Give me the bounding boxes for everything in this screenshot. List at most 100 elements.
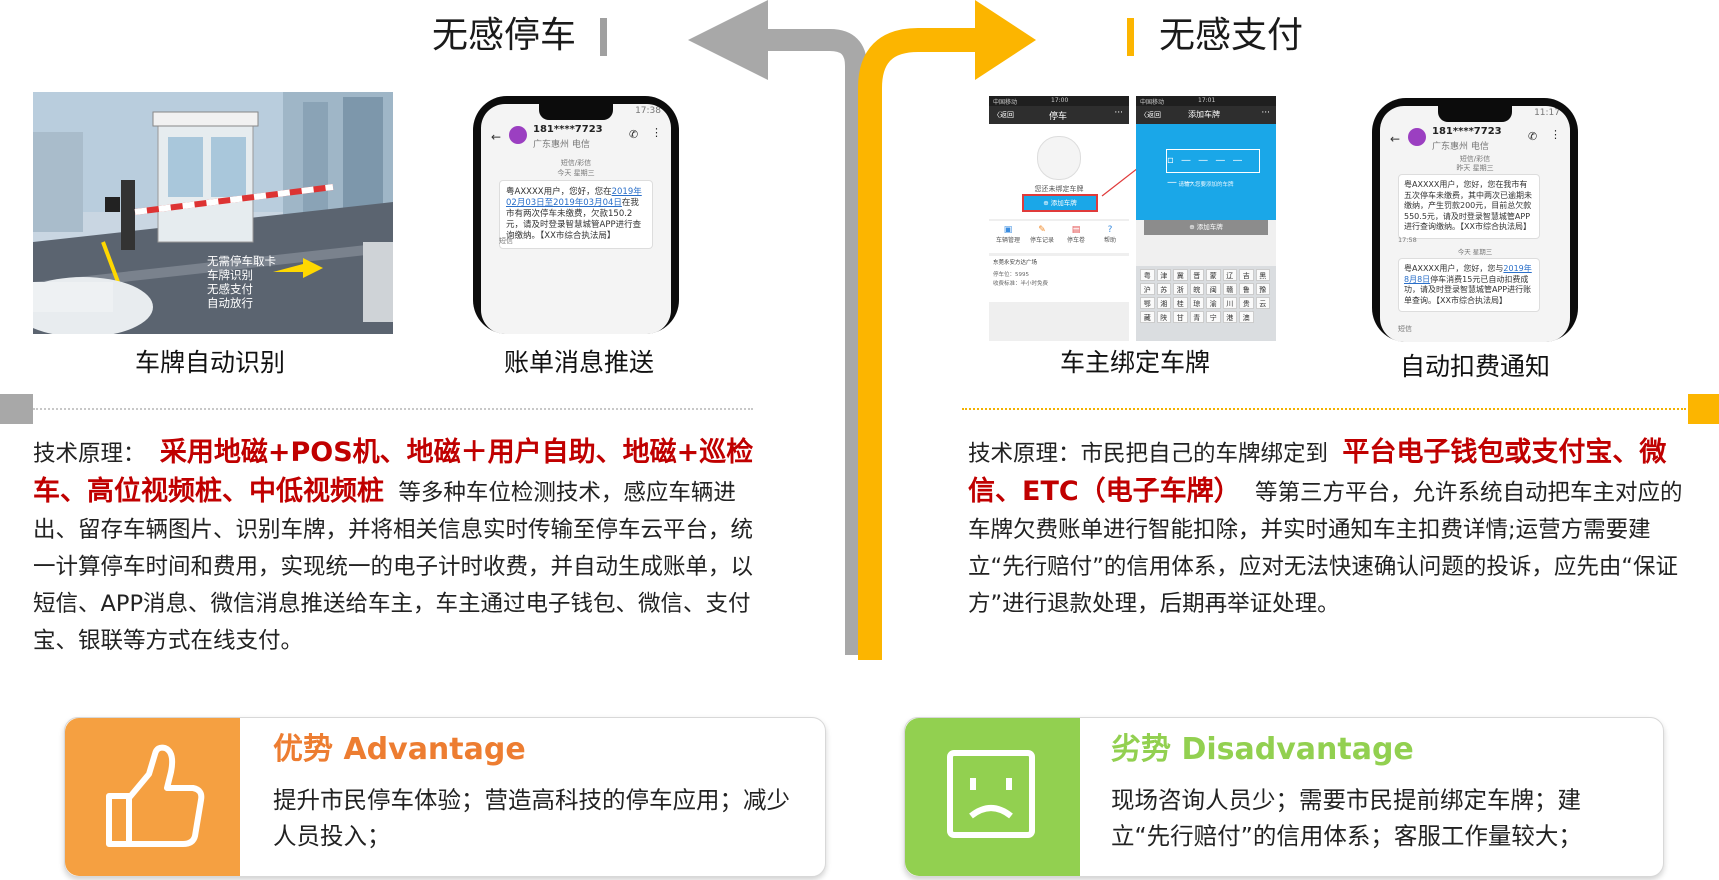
more-icon[interactable]: ··· [1114,108,1123,118]
menu-label: 帮助 [1103,237,1116,244]
keyboard-key[interactable]: 渝 [1206,297,1221,309]
divider-marker-right [1688,394,1719,424]
sms-text-a: 粤AXXXX用户，您好，您在 [506,187,612,197]
keyboard-key[interactable]: 沪 [1140,283,1155,295]
sms-date-link[interactable]: 2019年02月03日至2019年03月04日 [506,187,642,208]
tech-prefix: 技术原理：市民把自己的车牌绑定到 [968,441,1329,467]
sms-message-2: 粤AXXXX用户，您好，您与2019年8月8日停车消费15元已自动扣费成功，请及… [1398,258,1540,312]
keyboard-key[interactable]: 晋 [1189,269,1204,281]
keyboard-key[interactable]: 港 [1222,311,1237,323]
scene-label: 无感支付 [207,282,253,296]
back-button[interactable]: 〈返回 [993,111,1014,119]
menu-coupon[interactable]: ▤停车卷 [1061,225,1091,244]
keyboard-key[interactable]: 津 [1156,269,1171,281]
keyboard-key[interactable]: 贵 [1239,297,1254,309]
disadvantage-card: 劣势 Disadvantage 现场咨询人员少；需要市民提前绑定车牌；建立“先行… [904,717,1664,877]
keyboard-key[interactable]: 澳 [1239,311,1254,323]
plate-input-hint: 请输入您要添加的车牌 [1178,182,1234,188]
keyboard-key[interactable]: 陕 [1156,311,1171,323]
keyboard-key[interactable]: 鄂 [1140,297,1155,309]
sms-date-2: 今天 星期三 [1457,248,1493,256]
menu-label: 停车记录 [1029,237,1054,244]
yellow-arrow-right [858,28,975,660]
phone-screen: 17:38 ← 181****7723 广东惠州 电信 ✆ ⋮ 短信/彩信 今天… [481,104,671,334]
sms-text-a: 粤AXXXX用户，您好，您与 [1404,264,1504,273]
car-icon: ▣ [1003,225,1013,235]
tech-principle-right: 技术原理：市民把自己的车牌绑定到 平台电子钱包或支付宝、微信、ETC（电子车牌）… [968,434,1688,623]
sms-subtitle: 短信/彩信 [560,159,592,167]
menu-records[interactable]: ✎ 停车记录 [1027,225,1057,244]
phone-screen: 11:17 ← 181****7723 广东惠州 电信 ✆ ⋮ 短信/彩信 昨天… [1380,106,1570,342]
keyboard-key[interactable]: 鲁 [1239,283,1254,295]
sms-date: 今天 星期三 [557,169,595,177]
add-plate-button[interactable]: ⊕ 添加车牌 [1144,220,1268,235]
yellow-arrowhead [975,0,1036,80]
keyboard-key[interactable]: 甘 [1173,311,1188,323]
keyboard-key[interactable]: 皖 [1189,283,1204,295]
keyboard-key[interactable]: 琼 [1189,297,1204,309]
keyboard-key[interactable]: 冀 [1173,269,1188,281]
grey-arrowhead [688,0,768,80]
app-title: 停车 [1049,112,1068,122]
record-icon: ✎ [1038,225,1046,235]
grey-arrow-left [760,29,867,655]
keyboard-key[interactable]: 青 [1189,311,1204,323]
status-time: 17:00 [1051,97,1069,104]
heading-left: 无感停车 [432,15,577,56]
keyboard-key[interactable]: 赣 [1222,283,1237,295]
coupon-icon: ▤ [1071,225,1081,235]
no-plate-notice: 您还未绑定车牌 [1034,185,1084,193]
province-keyboard: 粤津冀晋蒙辽吉黑沪苏浙皖闽赣鲁豫鄂湘桂琼渝川贵云藏陕甘青宁港澳 [1136,266,1276,341]
divider-marker-left [0,394,33,424]
divider-left [33,408,753,410]
app-nav-bar: 〈返回 添加车牌 ··· [1136,106,1276,124]
more-icon: ⋮ [1550,128,1561,141]
plate-input-field[interactable]: ▫ — — — — — — [1166,149,1260,188]
keyboard-key[interactable]: 浙 [1173,283,1188,295]
keyboard-key[interactable]: 藏 [1140,311,1155,323]
plate-placeholder-icon [1037,136,1081,180]
status-carrier: 中国移动 [993,99,1018,106]
back-arrow-icon: ← [491,130,502,144]
advantage-title: 优势 Advantage [273,732,526,767]
disadvantage-icon-panel [905,718,1080,876]
sms-footer: 短信 [499,237,513,245]
keyboard-key[interactable]: 苏 [1156,283,1171,295]
keyboard-grid: 粤津冀晋蒙辽吉黑沪苏浙皖闽赣鲁豫鄂湘桂琼渝川贵云藏陕甘青宁港澳 [1136,266,1276,326]
keyboard-key[interactable]: 闽 [1206,283,1221,295]
status-carrier: 中国移动 [1140,99,1165,106]
tech-principle-left: 技术原理： 采用地磁+POS机、地磁＋用户自助、地磁+巡检车、高位视频桩、中低视… [33,434,765,660]
menu-label: 车辆管理 [995,237,1020,244]
keyboard-key[interactable]: 宁 [1206,311,1221,323]
keyboard-key[interactable]: 豫 [1255,283,1270,295]
sms-date-link[interactable]: 2019年8月8日 [1404,264,1532,284]
keyboard-key[interactable]: 黑 [1255,269,1270,281]
phone-call-icon: ✆ [629,128,639,141]
status-bar: 中国移动 17:01 [1136,96,1276,106]
keyboard-key[interactable]: 湘 [1156,297,1171,309]
contact-carrier: 广东惠州 电信 [533,140,590,150]
add-plate-button[interactable]: ⊕ 添加车牌 [1022,194,1098,212]
more-icon[interactable]: ··· [1261,108,1270,118]
back-button[interactable]: 〈返回 [1140,111,1161,119]
heading-right-bar [1127,18,1134,56]
keyboard-key[interactable]: 辽 [1222,269,1237,281]
keyboard-key[interactable]: 粤 [1140,269,1155,281]
keyboard-key[interactable]: 川 [1222,297,1237,309]
advantage-icon-panel [65,718,240,876]
tech-highlight: 采用地磁+POS机、地磁＋用户自助、地磁+巡检车、高位视频桩、中低视频桩 [33,437,754,507]
heading-left-bar [600,18,607,56]
phone-call-icon: ✆ [1528,130,1538,143]
contact-number: 181****7723 [1432,126,1502,137]
scene-labels: 无需停车取卡 车牌识别 无感支付 自动放行 [207,254,276,310]
sms-message-1: 粤AXXXX用户，您好，您在我市有五次停车未缴费，其中两次已逾期未缴纳，产生罚款… [1398,174,1540,239]
keyboard-key[interactable]: 蒙 [1206,269,1221,281]
keyboard-key[interactable]: 桂 [1173,297,1188,309]
parking-info: 东莞永安方达广场 停车位：5995 收费标准：半小时免费 [989,256,1129,302]
menu-vehicle[interactable]: ▣ 车辆管理 [993,225,1023,244]
keyboard-key[interactable]: 吉 [1239,269,1254,281]
keyboard-key[interactable]: 云 [1255,297,1270,309]
menu-help[interactable]: ?帮助 [1095,225,1125,244]
caption-bill-push: 账单消息推送 [504,348,655,377]
